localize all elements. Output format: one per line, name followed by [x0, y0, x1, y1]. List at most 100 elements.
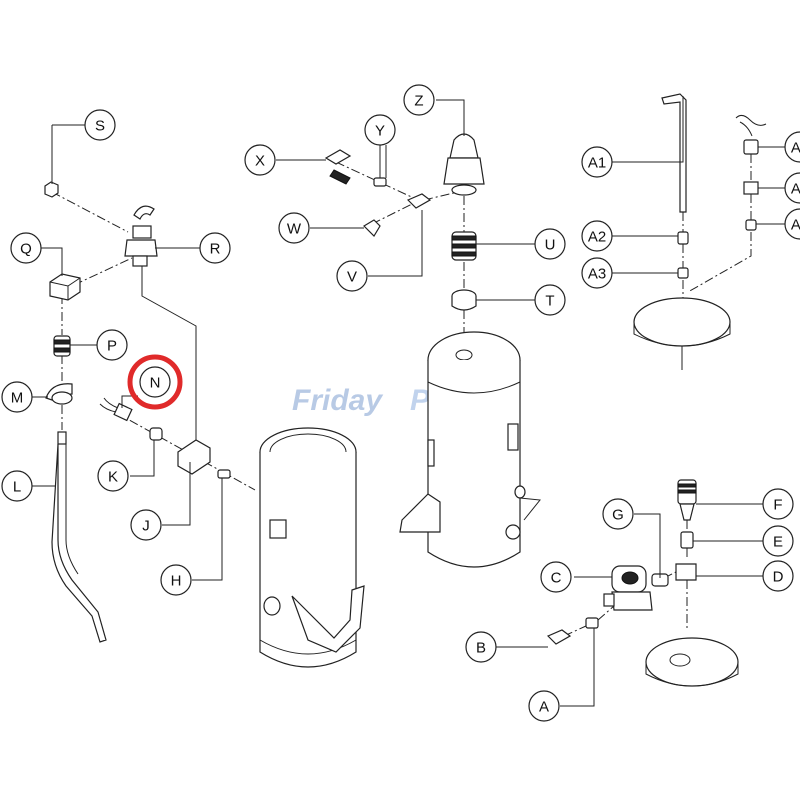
callout-circle: [364, 114, 396, 146]
callout-circle: [581, 146, 613, 178]
callout-a2: A2: [581, 220, 613, 252]
callout-s: S: [84, 109, 116, 141]
part-n-sensor: [99, 397, 133, 422]
callout-circle: [581, 220, 613, 252]
part-a4-sensor: [743, 139, 759, 155]
callout-label: A5: [791, 181, 800, 198]
callout-circle: [336, 260, 368, 292]
callout-label: A4: [791, 140, 800, 157]
callout-circle: [96, 329, 128, 361]
callout-h: H: [160, 564, 192, 596]
part-q-block: [49, 273, 81, 301]
callout-circle: [784, 172, 800, 204]
callout-label: A: [539, 699, 549, 716]
callout-label: N: [150, 375, 161, 392]
callout-label: D: [773, 569, 784, 586]
callout-label: A6: [791, 217, 800, 234]
part-t-nut: [451, 289, 477, 311]
callout-f: F: [762, 488, 794, 520]
part-a6-fitting: [745, 219, 757, 231]
callout-circle: [403, 84, 435, 116]
callout-label: A1: [588, 155, 606, 172]
callout-b: B: [465, 631, 497, 663]
callout-y: Y: [364, 114, 396, 146]
callout-circle: [602, 498, 634, 530]
tank-center: [399, 331, 541, 568]
callout-label: R: [210, 241, 221, 258]
callout-label: Z: [414, 93, 423, 110]
callout-label: A2: [588, 229, 606, 246]
callout-label: K: [108, 469, 118, 486]
callout-circle: [528, 690, 560, 722]
callout-label: V: [347, 269, 357, 286]
callout-u: U: [534, 228, 566, 260]
callout-n: N: [127, 354, 183, 410]
callout-circle: [139, 366, 171, 398]
callout-g: G: [602, 498, 634, 530]
callout-circle: [278, 212, 310, 244]
callout-k: K: [97, 460, 129, 492]
callout-label: F: [773, 497, 782, 514]
watermark-text-a: Friday: [292, 384, 383, 417]
part-b-fitting: [546, 629, 572, 645]
part-d-tee: [675, 563, 697, 581]
part-u-sleeve: [451, 231, 477, 261]
callout-label: Y: [375, 123, 385, 140]
callout-p: P: [96, 329, 128, 361]
callout-c: C: [540, 561, 572, 593]
highlight-ring: [127, 354, 183, 410]
callout-x: X: [244, 144, 276, 176]
callout-label: M: [11, 390, 24, 407]
callout-a5: A5: [784, 172, 800, 204]
part-x-elbow: [324, 149, 352, 165]
callout-circle: [581, 257, 613, 289]
part-w-elbow: [363, 219, 381, 237]
part-a3-fitting: [677, 267, 689, 279]
callout-t: T: [534, 284, 566, 316]
part-v-tee: [406, 193, 432, 209]
callout-label: E: [773, 534, 783, 551]
callout-circle: [784, 131, 800, 163]
callout-d: D: [762, 560, 794, 592]
part-a-fitting: [585, 617, 599, 629]
callout-circle: [540, 561, 572, 593]
callout-z: Z: [403, 84, 435, 116]
callout-label: L: [13, 479, 21, 496]
callout-circle: [1, 381, 33, 413]
callout-label: T: [545, 293, 554, 310]
callout-circle: [1, 470, 33, 502]
tank-left: [259, 427, 365, 668]
callout-label: P: [107, 338, 117, 355]
part-y-fitting: [373, 177, 387, 187]
callout-label: A3: [588, 266, 606, 283]
part-z-valve: [443, 133, 485, 196]
callout-circle: [465, 631, 497, 663]
callout-label: X: [255, 153, 265, 170]
left-assembly: [44, 181, 256, 643]
flange-plate-top: [633, 297, 731, 347]
callout-label: S: [95, 118, 105, 135]
part-l-tube: [51, 431, 107, 643]
callout-label: G: [612, 507, 624, 524]
callout-w: W: [278, 212, 310, 244]
callout-label: H: [171, 573, 182, 590]
callout-circle: [160, 564, 192, 596]
part-a1-probe: [661, 93, 687, 213]
callout-label: B: [476, 640, 486, 657]
center-top-assembly: [324, 133, 485, 342]
flange-plate-bottom: [645, 637, 739, 687]
callout-v: V: [336, 260, 368, 292]
callout-circle: [130, 509, 162, 541]
callout-label: J: [142, 518, 150, 535]
callout-m: M: [1, 381, 33, 413]
part-h-fitting: [217, 469, 231, 479]
callout-circle: [84, 109, 116, 141]
callout-a6: A6: [784, 208, 800, 240]
callout-circle: [534, 228, 566, 260]
callout-a: A: [528, 690, 560, 722]
part-f-sleeve: [677, 479, 697, 521]
callout-circle: [762, 488, 794, 520]
part-a2-fitting: [677, 231, 689, 245]
callout-circle: [762, 525, 794, 557]
